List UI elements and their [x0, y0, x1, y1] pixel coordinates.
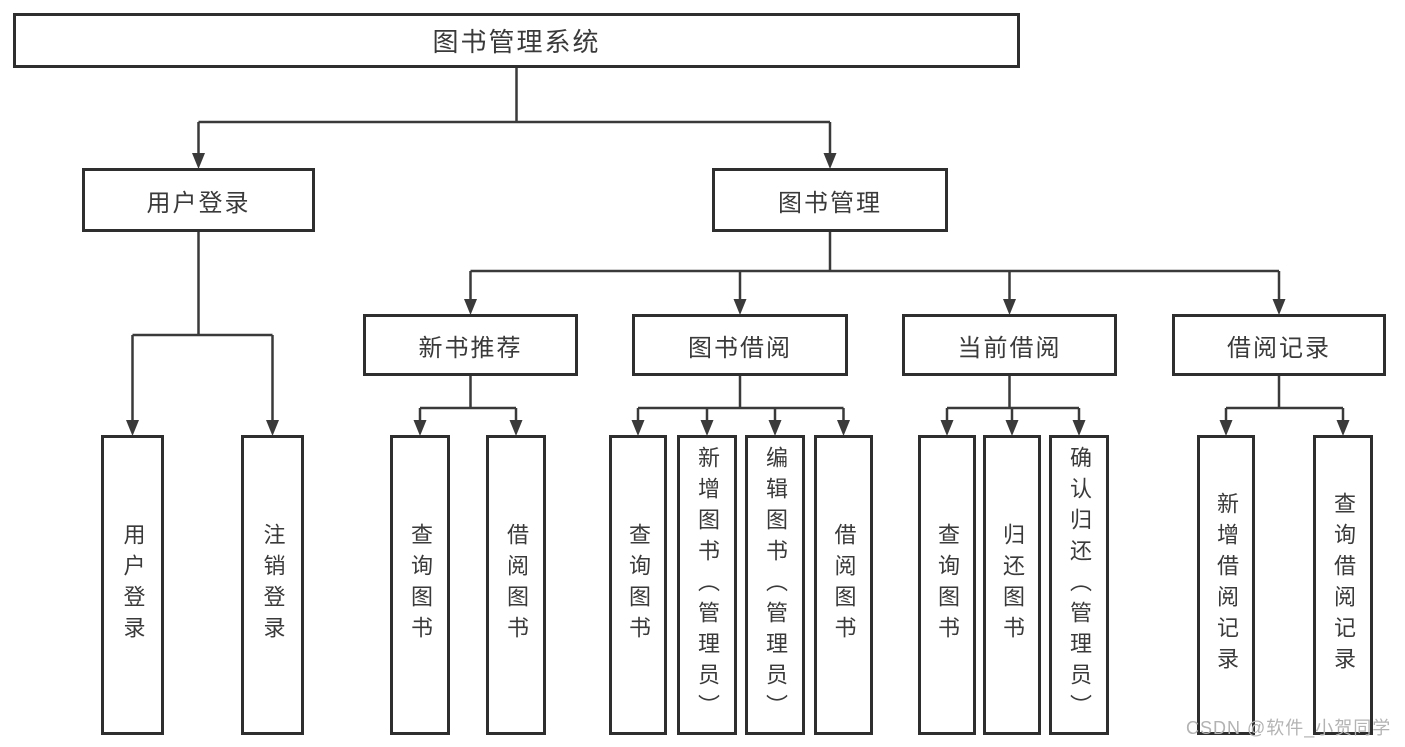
leaf-query-borrow-record-label: 查询借阅记录: [1331, 492, 1356, 678]
leaf-user-login-label: 用户登录: [120, 523, 146, 647]
leaf-edit-book-admin: 编辑图书（管理员）: [745, 435, 805, 735]
node-library-system: 图书管理系统: [13, 13, 1020, 68]
leaf-add-borrow-record-label: 新增借阅记录: [1214, 492, 1239, 678]
node-user-login-label: 用户登录: [146, 189, 251, 217]
node-current-borrowing-label: 当前借阅: [957, 334, 1062, 362]
leaf-query-books-borrowing: 查询图书: [609, 435, 667, 735]
node-user-login: 用户登录: [82, 168, 315, 232]
node-new-book-recommend-label: 新书推荐: [418, 334, 523, 362]
leaf-query-books-current-label: 查询图书: [935, 523, 960, 647]
node-current-borrowing: 当前借阅: [902, 314, 1117, 376]
leaf-query-borrow-record: 查询借阅记录: [1313, 435, 1373, 735]
leaf-logout-label: 注销登录: [260, 523, 286, 647]
leaf-query-books-borrowing-label: 查询图书: [626, 523, 651, 647]
leaf-add-book-admin-label: 新增图书（管理员）: [695, 445, 720, 725]
leaf-borrow-books-recommend-label: 借阅图书: [504, 523, 529, 647]
leaf-logout: 注销登录: [241, 435, 304, 735]
leaf-query-books-recommend: 查询图书: [390, 435, 450, 735]
node-library-system-label: 图书管理系统: [432, 27, 601, 57]
leaf-return-books: 归还图书: [983, 435, 1041, 735]
node-borrowing-records-label: 借阅记录: [1227, 334, 1331, 362]
leaf-add-borrow-record: 新增借阅记录: [1197, 435, 1255, 735]
leaf-add-book-admin: 新增图书（管理员）: [677, 435, 737, 735]
leaf-borrow-books-recommend: 借阅图书: [486, 435, 546, 735]
node-book-borrowing: 图书借阅: [632, 314, 848, 376]
node-book-management-label: 图书管理: [778, 189, 882, 217]
leaf-confirm-return-admin-label: 确认归还（管理员）: [1067, 445, 1092, 725]
leaf-query-books-recommend-label: 查询图书: [408, 523, 433, 647]
node-new-book-recommend: 新书推荐: [363, 314, 578, 376]
leaf-edit-book-admin-label: 编辑图书（管理员）: [763, 445, 788, 725]
node-book-management: 图书管理: [712, 168, 948, 232]
leaf-confirm-return-admin: 确认归还（管理员）: [1049, 435, 1109, 735]
node-borrowing-records: 借阅记录: [1172, 314, 1386, 376]
csdn-watermark: CSDN @软件_小贺同学: [1186, 718, 1392, 738]
leaf-query-books-current: 查询图书: [918, 435, 976, 735]
leaf-borrow-books-borrowing: 借阅图书: [814, 435, 873, 735]
node-book-borrowing-label: 图书借阅: [688, 334, 792, 362]
leaf-return-books-label: 归还图书: [1000, 523, 1025, 647]
leaf-user-login: 用户登录: [101, 435, 164, 735]
leaf-borrow-books-borrowing-label: 借阅图书: [831, 523, 857, 647]
